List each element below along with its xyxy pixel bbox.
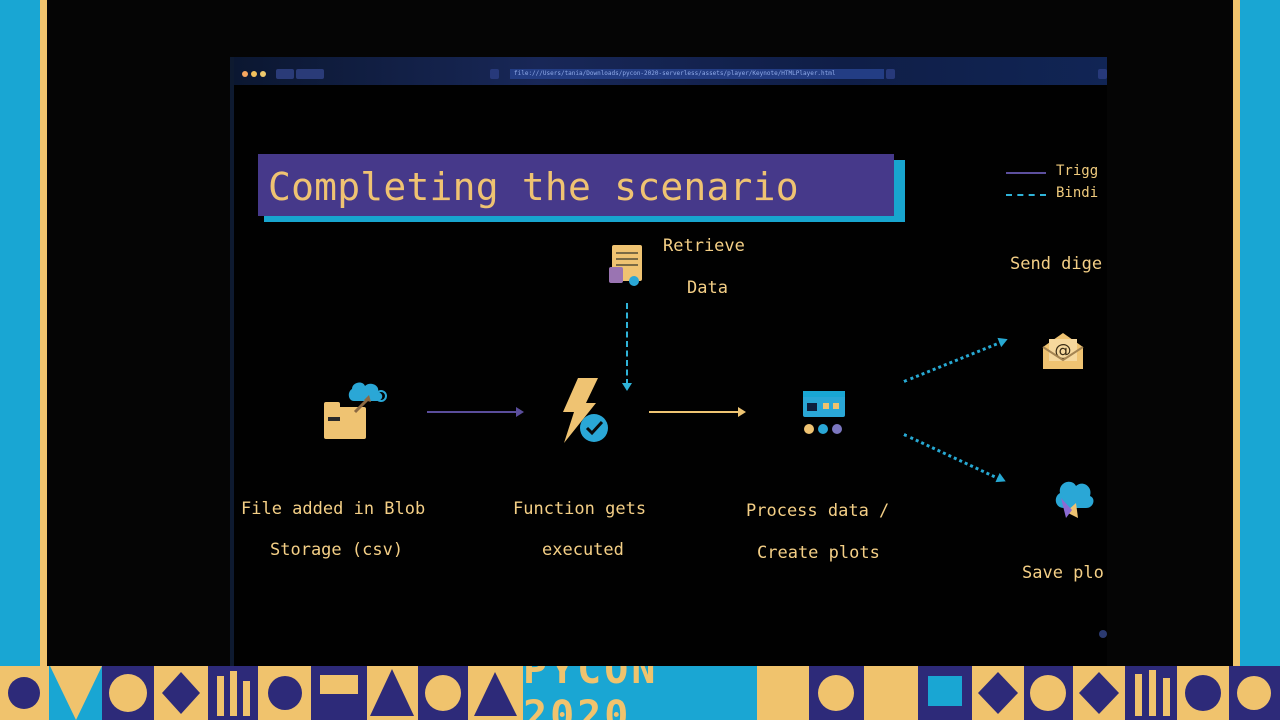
legend-binding: Bindi: [1006, 185, 1107, 203]
slide-nav-dot[interactable]: [1099, 630, 1107, 638]
file-added-label-line2: Storage (csv): [270, 540, 404, 560]
presentation-stage: file:///Users/tania/Downloads/pycon-2020…: [47, 0, 1233, 666]
reload-button[interactable]: [886, 69, 895, 79]
legend-trigger-label: Trigg: [1056, 163, 1099, 179]
input-binding-arrow: [622, 303, 632, 391]
output-binding-arrow-storage: [903, 433, 1001, 481]
browser-window: file:///Users/tania/Downloads/pycon-2020…: [230, 57, 1107, 666]
save-plot-label: Save plo: [1022, 563, 1104, 583]
process-data-label-line2: Create plots: [757, 543, 880, 563]
pycon-logo-text: PYCON 2020: [523, 666, 659, 720]
maximize-window-dot[interactable]: [260, 71, 266, 77]
slide-title: Completing the scenario: [268, 165, 799, 209]
forward-button[interactable]: [296, 69, 314, 79]
retrieve-data-label-line1: Retrieve: [663, 236, 745, 256]
share-button[interactable]: [1098, 69, 1107, 79]
tab-button[interactable]: [310, 69, 324, 79]
left-border-strip: [40, 0, 47, 720]
output-arrow: [649, 407, 746, 417]
minimize-window-dot[interactable]: [251, 71, 257, 77]
function-icon: [563, 378, 608, 443]
legend-binding-line: [1006, 194, 1046, 196]
send-digest-label: Send dige: [1010, 254, 1103, 274]
trigger-arrow: [427, 407, 524, 417]
pycon-logo: PYCON 2020: [523, 666, 757, 720]
legend-trigger-line: [1006, 172, 1046, 174]
function-executed-label-line1: Function gets: [513, 499, 647, 519]
retrieve-data-label-line2: Data: [687, 278, 728, 298]
cloud-save-icon: [1055, 481, 1094, 518]
retrieve-data-icon: [609, 245, 642, 286]
legend-trigger: Trigg: [1006, 163, 1107, 181]
output-binding-arrow-email: [903, 340, 1003, 383]
blob-storage-icon: [324, 382, 387, 439]
sidebar-toggle-button[interactable]: [490, 69, 499, 79]
file-added-label-line1: File added in Blob: [241, 499, 426, 519]
back-button[interactable]: [276, 69, 294, 79]
legend-binding-label: Bindi: [1056, 185, 1099, 201]
slide-title-box: [258, 154, 894, 216]
process-data-icon: [803, 391, 845, 434]
process-data-label-line1: Process data /: [746, 501, 890, 521]
svg-text:@: @: [1055, 341, 1072, 361]
close-window-dot[interactable]: [242, 71, 248, 77]
browser-chrome: file:///Users/tania/Downloads/pycon-2020…: [234, 57, 1107, 85]
pycon-banner: PYCON 2020: [0, 666, 1280, 720]
banner-pattern: [0, 666, 1280, 720]
address-bar[interactable]: file:///Users/tania/Downloads/pycon-2020…: [510, 69, 884, 79]
mail-icon: @: [1042, 333, 1084, 369]
right-border-strip: [1233, 0, 1240, 720]
function-executed-label-line2: executed: [542, 540, 624, 560]
